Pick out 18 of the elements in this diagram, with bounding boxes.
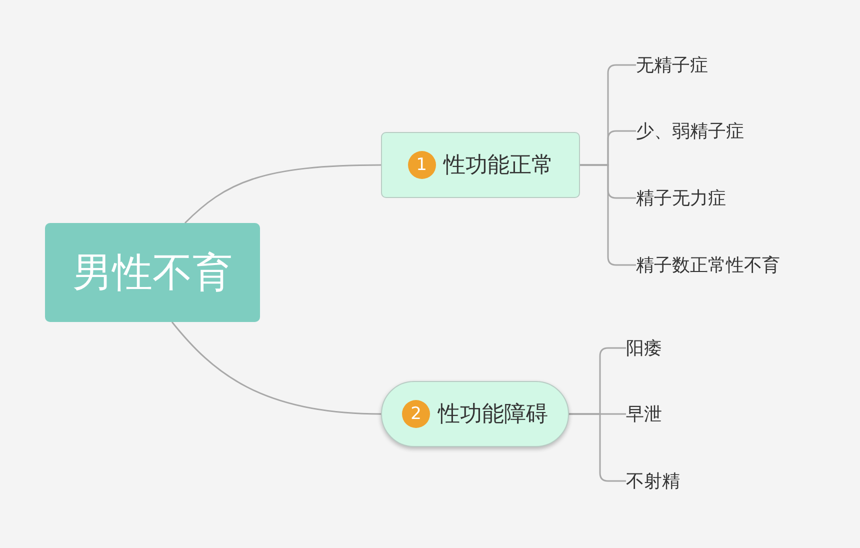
connector-line <box>580 164 636 266</box>
central-topic: 男性不育 <box>45 223 260 322</box>
topic-box <box>381 132 580 198</box>
number-badge: 1 <box>408 151 436 179</box>
connector-line <box>171 322 382 415</box>
topic-text: 性功能障碍 <box>438 401 548 429</box>
number-badge: 2 <box>402 400 430 428</box>
topic-text: 性功能正常 <box>444 152 554 180</box>
topic-label: 精子无力症 <box>636 183 746 213</box>
topic-label: 阳痿 <box>626 333 686 363</box>
topic-label: 不射精 <box>626 466 696 496</box>
topic-label: 少、弱精子症 <box>636 116 766 146</box>
topic-box <box>381 381 569 447</box>
topic-label: 早泄 <box>626 399 686 429</box>
topic-label: 精子数正常性不育 <box>636 250 806 280</box>
connector-line <box>184 164 382 224</box>
connector-line <box>569 413 626 482</box>
topic-label: 无精子症 <box>636 50 746 80</box>
